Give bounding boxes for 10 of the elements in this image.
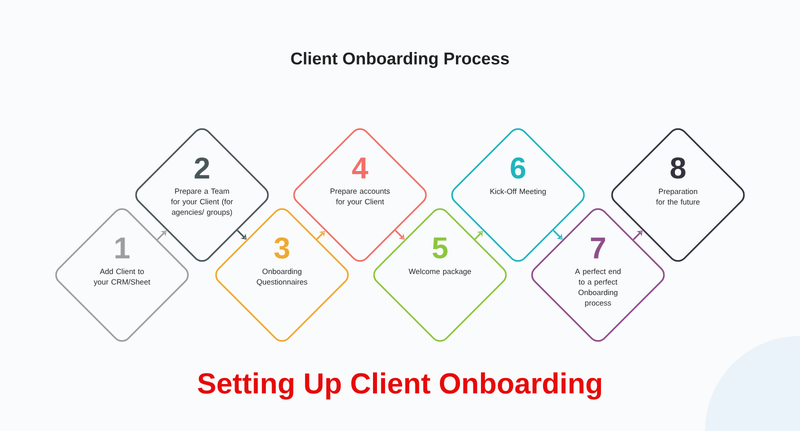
step-number: 2 (194, 158, 210, 178)
step-number: 1 (116, 238, 130, 258)
step-number: 6 (510, 157, 526, 179)
step-number: 4 (352, 158, 368, 178)
step-number: 3 (274, 237, 290, 259)
step-number: 7 (590, 238, 606, 258)
step-number: 8 (670, 157, 686, 179)
step-number: 5 (432, 238, 448, 258)
caption: Setting Up Client Onboarding (198, 372, 602, 400)
title: Client Onboarding Process (291, 52, 509, 68)
